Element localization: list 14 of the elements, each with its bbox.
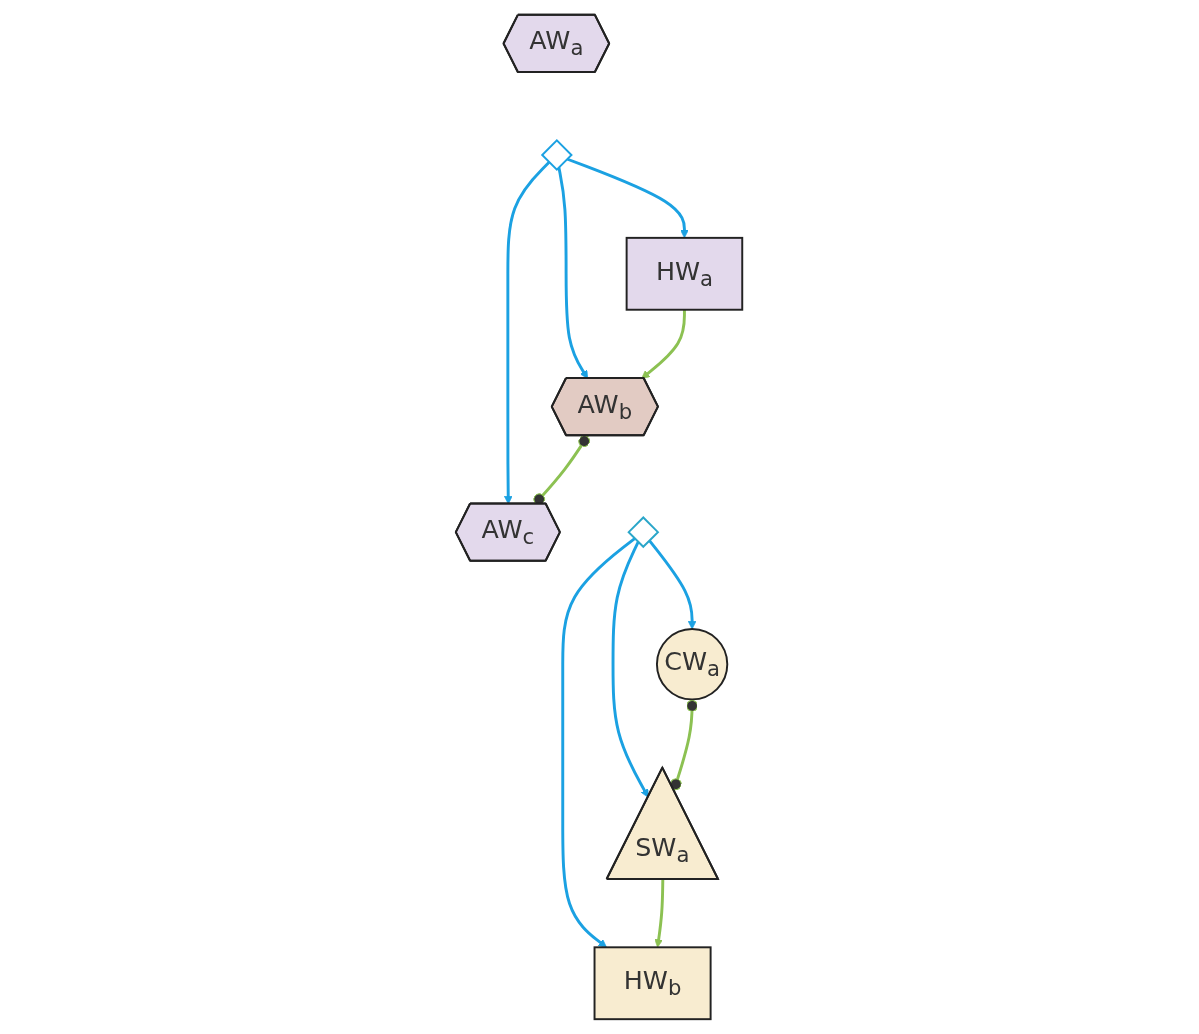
arrow — [612, 541, 650, 798]
arrow — [561, 537, 636, 948]
arrow — [504, 161, 551, 505]
node-box: HW$_{a}$ — [626, 236, 744, 311]
connector — [670, 699, 699, 791]
arrow — [648, 539, 697, 630]
arrow — [654, 879, 665, 948]
node-circle: CW$_{a}$ — [656, 628, 729, 701]
arrow — [557, 166, 589, 379]
node-diamond — [541, 138, 574, 171]
node-box: HW$_{b}$ — [594, 946, 713, 1021]
arrow — [566, 157, 690, 239]
arrow — [641, 309, 687, 379]
node-diamond — [627, 516, 660, 549]
